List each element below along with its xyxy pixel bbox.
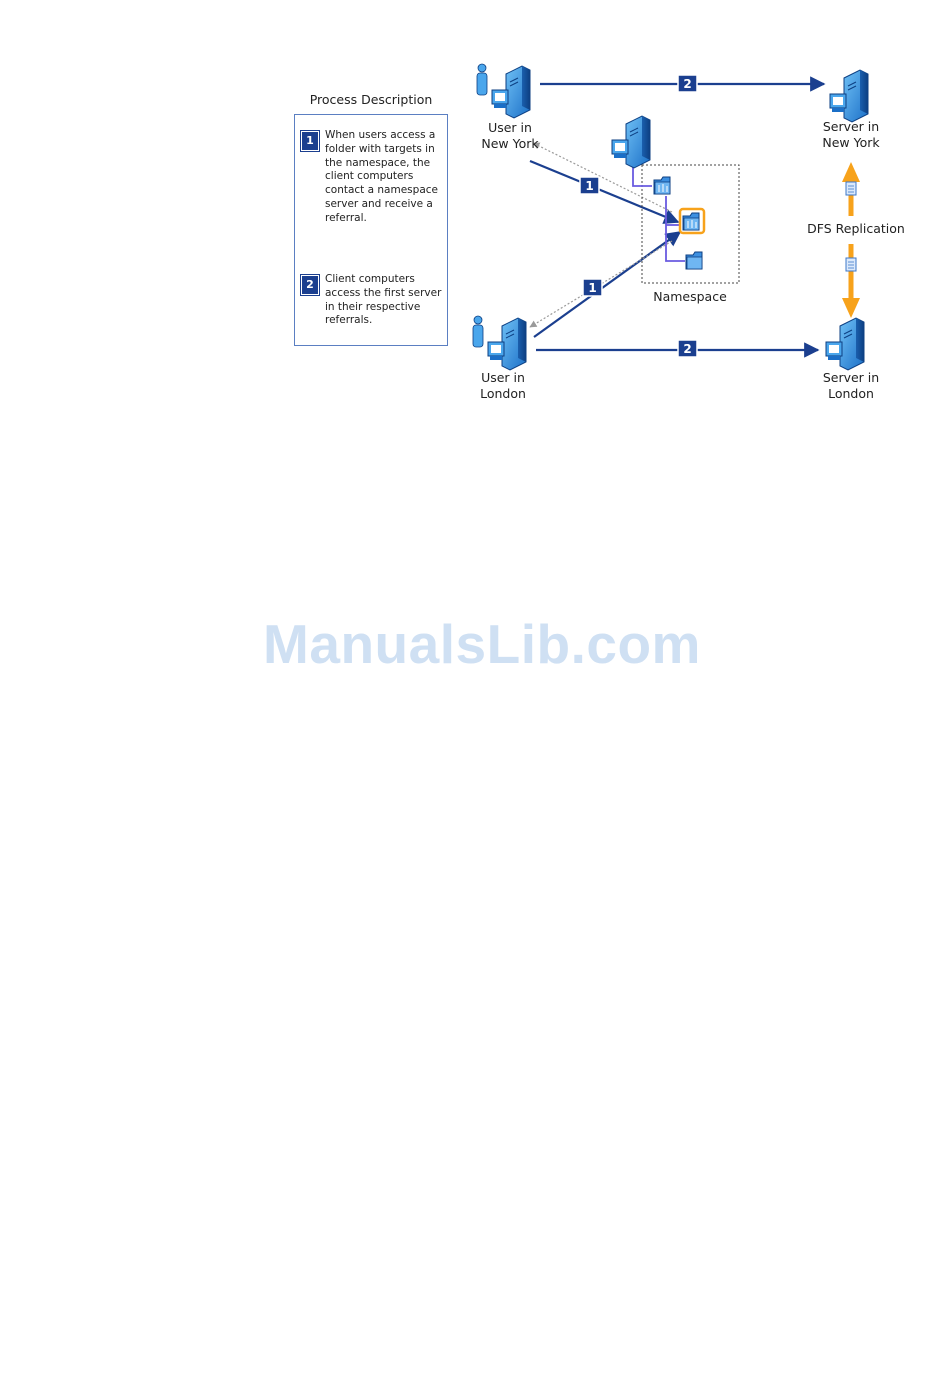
step-badge-1: 1 (300, 130, 320, 152)
user-computer-icon (472, 315, 484, 348)
step-text-2: Client computers access the first server… (325, 273, 442, 327)
document-icon (845, 181, 857, 196)
step-text-1: When users access a folder with targets … (325, 129, 438, 224)
arrow-referral-to-ny (532, 142, 673, 213)
step-badge-2: 2 (300, 274, 320, 296)
dfs-replication-arrow (838, 162, 866, 318)
arrow-badge-bottom: 2 (677, 339, 698, 358)
folder-icon (678, 207, 706, 235)
svg-text:1: 1 (588, 281, 596, 295)
label-server-london: Server in London (822, 370, 880, 401)
svg-text:2: 2 (683, 342, 691, 356)
svg-text:1: 1 (585, 179, 593, 193)
server-icon (491, 65, 531, 119)
user-computer-icon (476, 63, 488, 96)
svg-text:2: 2 (683, 77, 691, 91)
namespace-server-icon (611, 115, 651, 169)
process-description-box: 1 When users access a folder with target… (294, 114, 448, 346)
arrow-ny-to-namespace (529, 159, 680, 224)
folder-icon (685, 251, 703, 270)
server-icon (829, 69, 869, 123)
label-namespace: Namespace (653, 289, 727, 304)
arrow-badge-london-referral: 1 (582, 278, 603, 297)
server-icon (487, 317, 527, 371)
label-user-london: User in London (480, 370, 526, 401)
label-dfs-replication: DFS Replication (807, 221, 905, 236)
folder-icon (653, 176, 671, 195)
arrow-badge-ny-referral: 1 (579, 176, 600, 195)
process-description-title: Process Description (309, 92, 433, 107)
document-icon (845, 257, 857, 272)
dfs-diagram: 2 2 1 1 (472, 63, 869, 371)
server-icon (825, 317, 865, 371)
label-server-ny: Server in New York (822, 119, 880, 150)
namespace-box (641, 164, 740, 284)
watermark: ManualsLib.com (263, 613, 701, 675)
arrow-london-to-namespace (533, 231, 682, 338)
label-user-ny: User in New York (481, 120, 539, 151)
arrow-badge-top: 2 (677, 74, 698, 93)
